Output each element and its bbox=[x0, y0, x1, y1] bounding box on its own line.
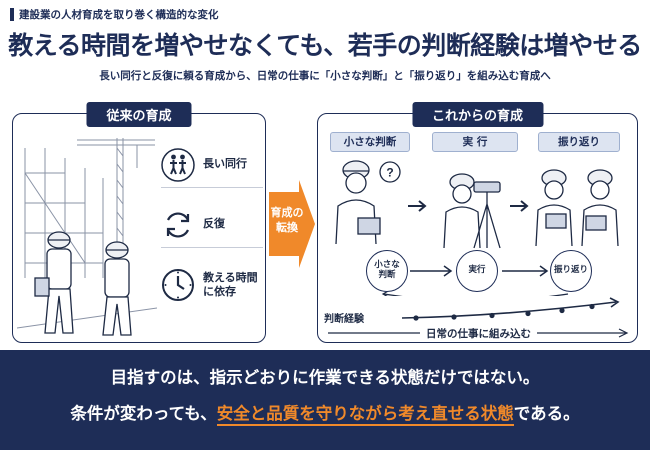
transition-arrow: 育成の転換 bbox=[269, 180, 315, 268]
page-subtitle: 長い同行と反復に頼る育成から、日常の仕事に「小さな判断」と「振り返り」を組み込む… bbox=[99, 70, 551, 82]
title-part1: 教える時間を増やせなくても、 bbox=[8, 31, 348, 60]
cycle-node-reflection: 振り返り bbox=[550, 250, 592, 292]
construction-site-illustration bbox=[17, 128, 157, 340]
judgment-cycle: 小さな判断 実行 振り返り bbox=[324, 246, 633, 296]
list-item-label: 反復 bbox=[203, 217, 225, 231]
list-item-time-dependency: 教える時間に依存 bbox=[161, 262, 263, 308]
step-tag-execution: 実 行 bbox=[432, 132, 518, 152]
title-part2: 若手の判断経験は増やせる bbox=[347, 31, 643, 60]
kicker: 建設業の人材育成を取り巻く構造的な変化 bbox=[10, 6, 219, 22]
repeat-cycle-icon bbox=[166, 211, 190, 238]
conclusion-line2-pre: 条件が変わっても、 bbox=[70, 404, 217, 423]
page-title: 教える時間を増やせなくても、若手の判断経験は増やせる bbox=[0, 26, 650, 62]
list-item-label: 長い同行 bbox=[203, 157, 247, 171]
conclusion-banner: 目指すのは、指示どおりに作業できる状態だけではない。 条件が変わっても、安全と品… bbox=[0, 350, 650, 450]
conclusion-highlight: 安全と品質を守りながら考え直せる状態 bbox=[216, 404, 514, 426]
list-item-label: 教える時間に依存 bbox=[203, 270, 258, 298]
future-training-heading: これからの育成 bbox=[411, 102, 544, 127]
traditional-training-list: 長い同行 反復 教える時間に依存 bbox=[161, 142, 263, 322]
workers-illustration: ? bbox=[324, 156, 633, 254]
transition-label: 育成の転換 bbox=[270, 206, 304, 234]
list-item-long-accompaniment: 長い同行 bbox=[161, 142, 263, 188]
traditional-training-panel: 従来の育成 bbox=[12, 102, 266, 343]
conclusion-line2: 条件が変わっても、安全と品質を守りながら考え直せる状態である。 bbox=[0, 400, 650, 426]
kicker-text: 建設業の人材育成を取り巻く構造的な変化 bbox=[19, 8, 219, 21]
question-mark: ? bbox=[386, 166, 393, 180]
cycle-node-small-judgment: 小さな判断 bbox=[366, 250, 408, 292]
conclusion-line1: 目指すのは、指示どおりに作業できる状態だけではない。 bbox=[110, 368, 540, 387]
step-tag-reflection: 振り返り bbox=[538, 132, 620, 152]
step-tag-small-judgment: 小さな判断 bbox=[330, 132, 410, 152]
kicker-bar bbox=[10, 7, 14, 21]
walking-people-icon bbox=[161, 147, 195, 182]
clock-icon bbox=[162, 269, 194, 301]
traditional-training-heading: 従来の育成 bbox=[86, 102, 192, 127]
conclusion-line2-post: である。 bbox=[513, 404, 580, 423]
judgment-experience-growth-line bbox=[324, 286, 633, 328]
judgment-experience-label: 判断経験 bbox=[324, 314, 364, 325]
timeline: 日常の仕事に組み込む bbox=[318, 326, 639, 341]
future-training-panel: これからの育成 小さな判断 実 行 振り返り ? bbox=[317, 102, 639, 343]
timeline-label: 日常の仕事に組み込む bbox=[420, 328, 537, 340]
cycle-node-execution: 実行 bbox=[456, 250, 498, 292]
list-item-repetition: 反復 bbox=[161, 202, 263, 248]
